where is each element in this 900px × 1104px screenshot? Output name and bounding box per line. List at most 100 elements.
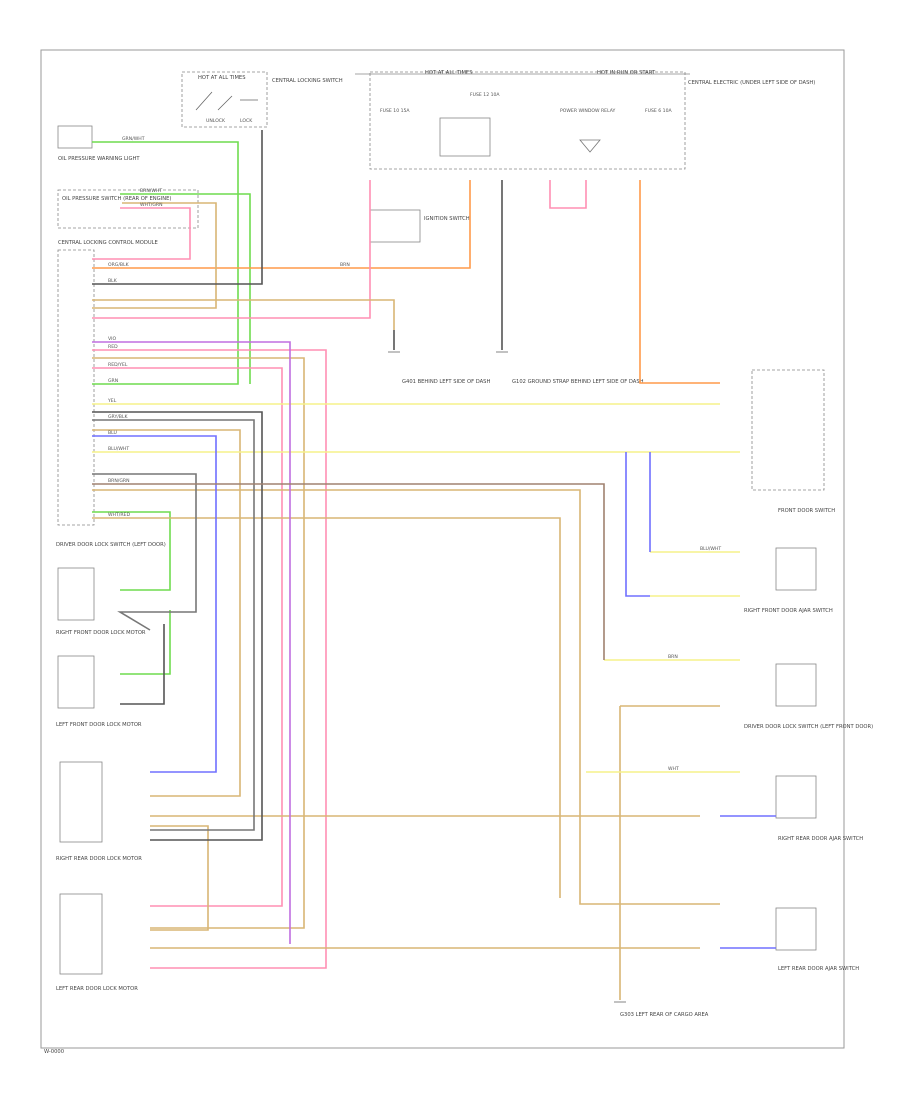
wl-blu-wht: BLU/WHT	[108, 446, 129, 452]
fuse-right-label: FUSE 6 10A	[645, 108, 673, 114]
lock-label: LOCK	[240, 118, 253, 124]
ignition-switch-label: IGNITION SWITCH	[424, 216, 470, 222]
left-rear-motor-label: LEFT REAR DOOR LOCK MOTOR	[56, 986, 138, 992]
wire-violet-1	[92, 341, 291, 944]
ground-bottom-label: G303 LEFT REAR OF CARGO AREA	[620, 1012, 709, 1018]
control-module-label: CENTRAL LOCKING CONTROL MODULE	[58, 240, 158, 246]
wire-blue-2	[625, 452, 650, 597]
wire-yellow-3	[650, 551, 740, 597]
wire-pink-3	[549, 180, 587, 209]
wl-red-yel: RED/YEL	[108, 362, 128, 368]
wire-gray-1	[92, 419, 255, 831]
wire-pink-4	[92, 349, 327, 969]
wire-black-3	[120, 624, 165, 705]
oil-pressure-switch-label: OIL PRESSURE SWITCH (REAR OF ENGINE)	[62, 196, 171, 202]
footer-code: W-0000	[44, 1049, 64, 1055]
right-rear-motor-box	[59, 761, 103, 843]
wl-brn-right: BRN	[668, 654, 678, 660]
oil-pressure-top-label: OIL PRESSURE WARNING LIGHT	[58, 156, 140, 162]
fuse-left-label: FUSE 10 15A	[380, 108, 410, 114]
unlock-label: UNLOCK	[206, 118, 226, 124]
wl-grn-wht: GRN/WHT	[122, 136, 145, 142]
diagram-frame	[40, 49, 845, 1049]
wl-vio: VIO	[108, 336, 116, 342]
wire-tan-8	[92, 357, 305, 929]
wl-red: RED	[108, 344, 118, 350]
fuse-mid-label: FUSE 12 10A	[470, 92, 500, 98]
wires-group	[92, 130, 776, 1000]
right-front-motor-box	[57, 655, 95, 709]
diode-symbol	[579, 139, 601, 153]
front-door-switch-box	[751, 369, 825, 491]
lh-rear-ajar-label: LEFT REAR DOOR AJAR SWITCH	[778, 966, 859, 972]
wl-wht-red: WHT/RED	[108, 512, 130, 518]
wl-org-blk: ORG/BLK	[108, 262, 130, 268]
switch-contacts	[195, 91, 258, 111]
wl-blu-wht-right: BLU/WHT	[700, 546, 721, 552]
hot-at-all-times-label-2: HOT AT ALL TIMES	[425, 70, 473, 76]
wire-brown-1	[92, 483, 605, 660]
lh-front-ajar-box	[775, 663, 817, 707]
wire-black-ground	[393, 180, 503, 350]
central-locking-switch-box	[181, 71, 268, 128]
wire-green-1	[92, 141, 239, 385]
wl-brn-wht: BRN/WHT	[140, 188, 162, 194]
hot-at-all-times-label-1: HOT AT ALL TIMES	[198, 75, 246, 81]
ground-symbols	[388, 351, 626, 1003]
wire-gray-2	[92, 473, 197, 631]
wire-green-3	[92, 511, 171, 675]
wl-grn: GRN	[108, 378, 118, 384]
relay-box	[439, 117, 491, 157]
wl-brn-grn: BRN/GRN	[108, 478, 130, 484]
control-module-box	[57, 249, 95, 526]
oil-pressure-switch-box	[57, 189, 199, 229]
wire-pink-2	[92, 180, 371, 319]
wire-blue-1	[92, 435, 217, 773]
wl-wht-right: WHT	[668, 766, 679, 772]
wl-yel: YEL	[107, 398, 117, 404]
wire-black-2	[92, 411, 263, 841]
wire-tan-5	[92, 517, 561, 898]
oil-pressure-light-box	[57, 125, 93, 149]
wl-wht-grn: WHT/GRN	[140, 202, 163, 208]
relay-center-label: POWER WINDOW RELAY	[560, 108, 616, 114]
wire-code-labels: GRN/WHT BRN/WHT WHT/GRN ORG/BLK BLK YEL …	[107, 136, 721, 772]
wire-green-2	[120, 193, 251, 384]
wire-tan-4	[92, 489, 720, 905]
wire-black-1	[92, 130, 263, 285]
rh-rear-ajar-box	[775, 775, 817, 819]
central-locking-switch-label: CENTRAL LOCKING SWITCH	[272, 78, 343, 84]
wire-pink-5	[92, 367, 283, 907]
right-front-motor-label: RIGHT FRONT DOOR LOCK MOTOR	[56, 630, 146, 636]
fuse-panel-box	[369, 71, 686, 170]
front-door-switch-label: FRONT DOOR SWITCH	[778, 508, 835, 514]
wire-tan-3	[92, 429, 241, 797]
wire-pink-1	[92, 207, 191, 260]
left-front-motor-label: LEFT FRONT DOOR LOCK MOTOR	[56, 722, 142, 728]
wire-orange-2	[639, 180, 720, 384]
driver-door-lock-label: DRIVER DOOR LOCK SWITCH (LEFT DOOR)	[56, 542, 166, 548]
wl-gry-blk: GRY/BLK	[108, 414, 129, 420]
right-rear-motor-label: RIGHT REAR DOOR LOCK MOTOR	[56, 856, 142, 862]
hot-in-run-label: HOT IN RUN OR START	[597, 70, 656, 76]
ground-left-label: G401 BEHIND LEFT SIDE OF DASH	[402, 379, 490, 385]
wire-tan-2	[92, 202, 217, 309]
wire-blue-4	[720, 815, 776, 949]
wire-orange-1	[92, 180, 471, 269]
rh-rear-ajar-label: RIGHT REAR DOOR AJAR SWITCH	[778, 836, 863, 842]
central-junction-label: CENTRAL ELECTRIC (UNDER LEFT SIDE OF DAS…	[688, 80, 815, 86]
ground-center-label: G102 GROUND STRAP BEHIND LEFT SIDE OF DA…	[512, 379, 644, 385]
wl-blk: BLK	[108, 278, 118, 284]
driver-door-lock-box	[57, 567, 95, 621]
wire-tan-1	[92, 299, 395, 330]
ignition-switch-box	[369, 209, 421, 243]
passenger-door-switch-box	[775, 547, 817, 591]
wl-brn-center: BRN	[340, 262, 350, 268]
left-rear-motor-box	[59, 893, 103, 975]
passenger-door-switch-label: RIGHT FRONT DOOR AJAR SWITCH	[744, 608, 833, 614]
wire-tan-9	[619, 705, 720, 1000]
lh-front-ajar-label: DRIVER DOOR LOCK SWITCH (LEFT FRONT DOOR…	[744, 724, 873, 730]
wl-blu: BLU	[108, 430, 117, 436]
